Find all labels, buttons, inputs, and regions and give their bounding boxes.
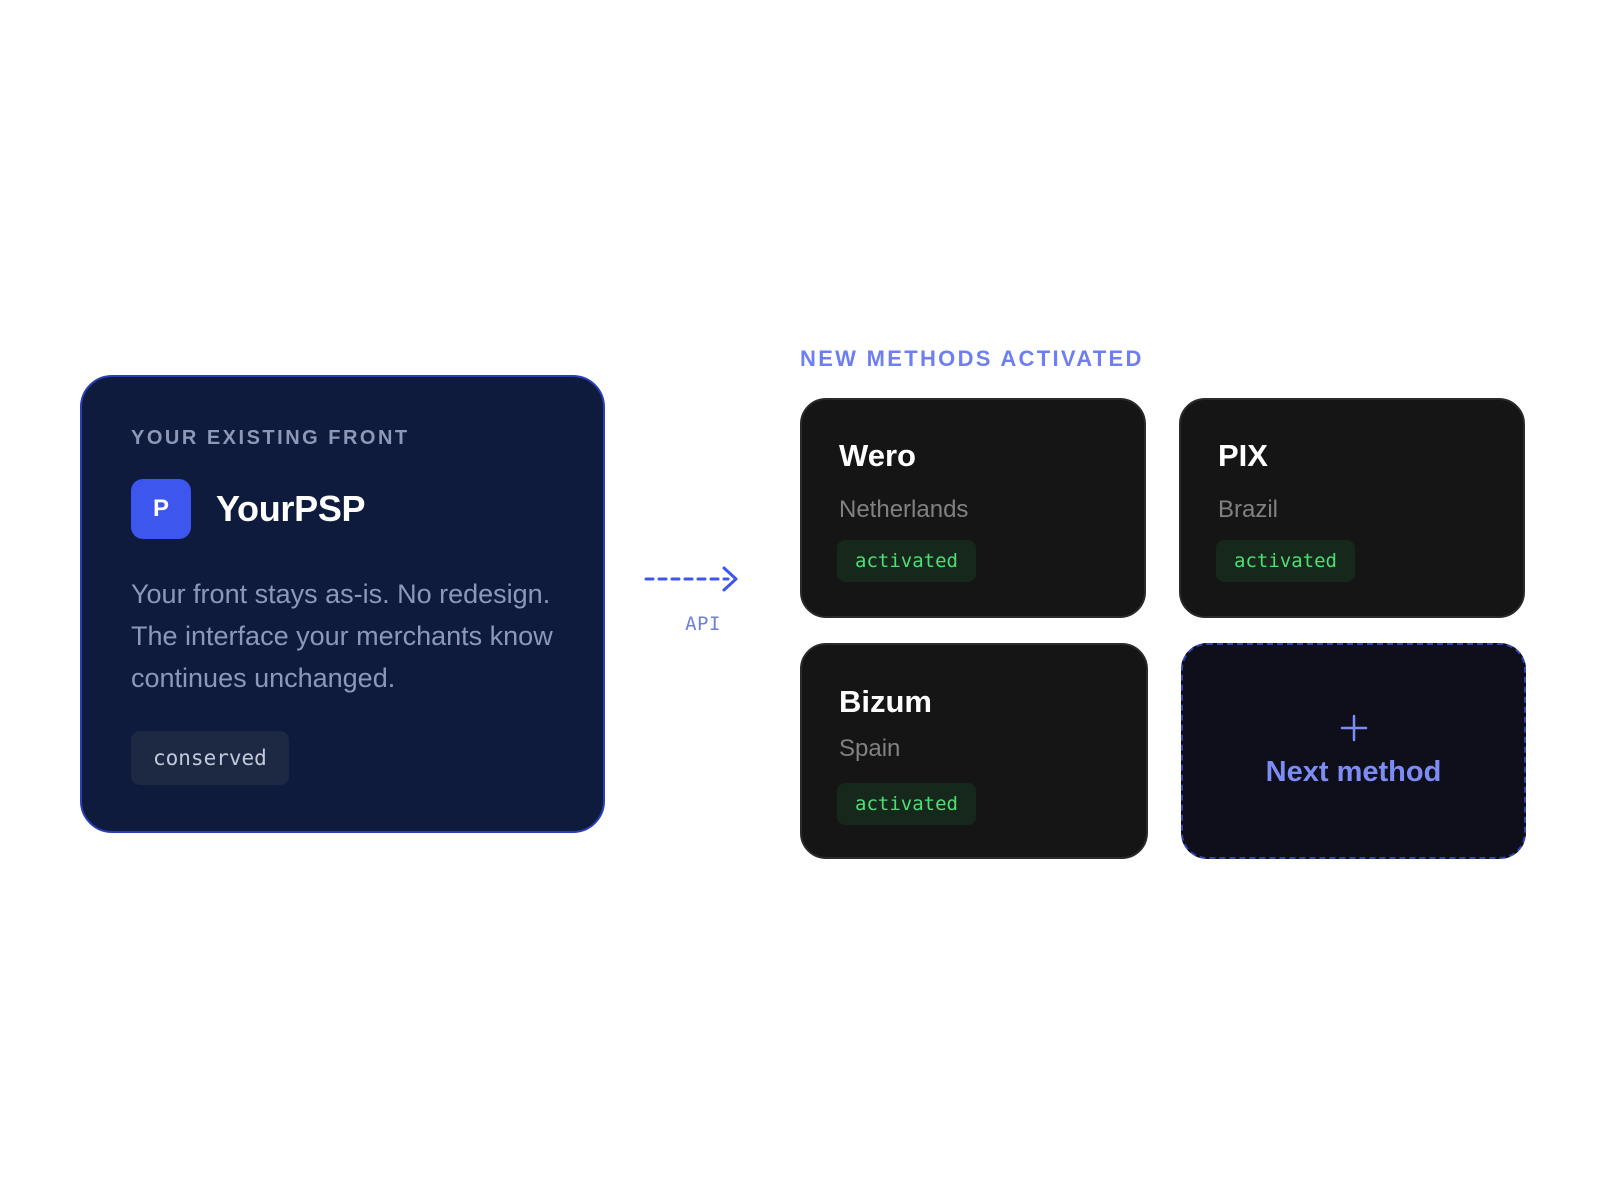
next-method-card[interactable]: Next method bbox=[1181, 643, 1526, 859]
method-name: PIX bbox=[1218, 438, 1268, 473]
conserved-badge: conserved bbox=[131, 731, 289, 785]
method-card-wero: Wero Netherlands activated bbox=[800, 398, 1146, 618]
status-badge: activated bbox=[1216, 540, 1355, 582]
api-label: API bbox=[685, 613, 721, 635]
front-description-line: Your front stays as-is. No redesign. bbox=[131, 579, 551, 609]
method-country: Spain bbox=[839, 735, 901, 762]
existing-front-card: YOUR EXISTING FRONT P YourPSP Your front… bbox=[80, 375, 605, 833]
status-badge: activated bbox=[837, 783, 976, 825]
next-method-label: Next method bbox=[1265, 755, 1442, 788]
front-description-line: continues unchanged. bbox=[131, 663, 396, 693]
method-country: Netherlands bbox=[839, 496, 969, 523]
plus-icon bbox=[1340, 714, 1367, 741]
method-name: Wero bbox=[839, 438, 916, 473]
method-name: Bizum bbox=[839, 684, 932, 719]
front-description: Your front stays as-is. No redesign. The… bbox=[131, 573, 581, 699]
brand: P YourPSP bbox=[131, 479, 366, 539]
status-badge: activated bbox=[837, 540, 976, 582]
method-card-pix: PIX Brazil activated bbox=[1179, 398, 1525, 618]
method-card-bizum: Bizum Spain activated bbox=[800, 643, 1148, 859]
methods-heading: NEW METHODS ACTIVATED bbox=[800, 346, 1144, 371]
front-eyebrow: YOUR EXISTING FRONT bbox=[131, 427, 410, 449]
dashed-arrow-right-icon bbox=[644, 566, 738, 592]
method-country: Brazil bbox=[1218, 496, 1279, 523]
brand-name: YourPSP bbox=[216, 488, 366, 529]
brand-logo: P bbox=[131, 479, 191, 539]
front-description-line: The interface your merchants know bbox=[131, 621, 553, 651]
